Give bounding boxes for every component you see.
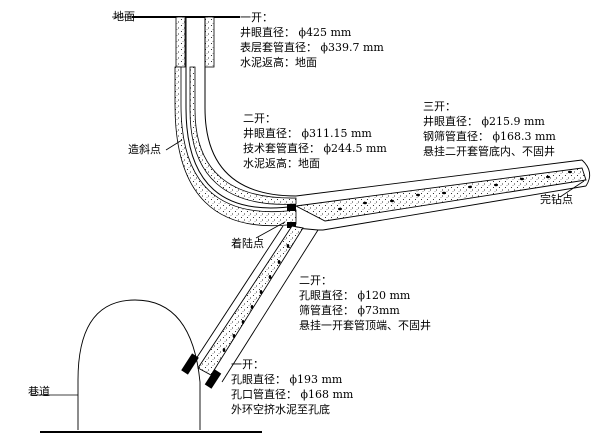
well-section-3-title: 三开： [423, 100, 456, 113]
well-section-3-line: 井眼直径： ϕ215.9 mm [423, 115, 545, 128]
landing-point-label: 着陆点 [231, 237, 264, 250]
borehole-section-2-block: 二开： 孔眼直径： ϕ120 mm 筛管直径： ϕ73mm 悬挂一开套管顶端、不… [299, 273, 431, 333]
well-section-2-line: 技术套管直径： ϕ244.5 mm [243, 142, 387, 155]
ground-label: 地面 [113, 10, 135, 23]
well-section-2-title: 二开： [243, 112, 276, 125]
orifice-pipe-left [181, 353, 199, 375]
lateral-end-cap [581, 159, 591, 187]
landing-leader [255, 221, 286, 239]
borehole-section-2-title: 二开： [299, 274, 332, 287]
borehole-section-1-line: 外环空挤水泥至孔底 [231, 403, 330, 416]
borehole-section-2-line: 筛管直径： ϕ73mm [299, 304, 400, 317]
borehole-section-1-line: 孔眼直径： ϕ193 mm [231, 373, 343, 386]
borehole-section-2-line: 孔眼直径： ϕ120 mm [299, 289, 411, 302]
well-section-2-line: 水泥返高：地面 [243, 157, 320, 170]
lateral-screen-pipe [294, 167, 587, 222]
well-section-1-block: 一开： 井眼直径： ϕ425 mm 表层套管直径： ϕ339.7 mm 水泥返高… [240, 10, 384, 70]
lateral-perforations [338, 170, 572, 211]
well-section-3-line: 悬挂二开套管底内、不固井 [423, 145, 555, 158]
well-section-3-line: 钢筛管直径： ϕ168.3 mm [423, 130, 556, 143]
roadway-arch [77, 299, 201, 430]
borehole-section-1-title: 一开： [231, 358, 264, 371]
well-section-3-block: 三开： 井眼直径： ϕ215.9 mm 钢筛管直径： ϕ168.3 mm 悬挂二… [423, 99, 556, 159]
technical-casing-inner [204, 17, 297, 197]
lateral-top-wall [295, 159, 583, 197]
surface-cement-right [204, 16, 215, 68]
completion-leader [559, 180, 585, 198]
well-section-1-line: 水泥返高：地面 [240, 56, 317, 69]
borehole-section-1-line: 孔口管直径： ϕ168 mm [231, 388, 354, 401]
borehole-section-1-block: 一开： 孔眼直径： ϕ193 mm 孔口管直径： ϕ168 mm 外环空挤水泥至… [231, 357, 353, 417]
well-section-2-line: 井眼直径： ϕ311.15 mm [243, 127, 372, 140]
borehole-perforations [222, 244, 290, 352]
kickoff-leader [165, 139, 183, 151]
orifice-pipe-right [204, 369, 222, 389]
lateral-bottom-wall [322, 185, 587, 231]
kickoff-point-label: 造斜点 [128, 143, 161, 156]
well-section-2-block: 二开： 井眼直径： ϕ311.15 mm 技术套管直径： ϕ244.5 mm 水… [243, 111, 387, 171]
casing-shoe-upper [287, 204, 296, 211]
borehole-left-wall [189, 225, 284, 369]
borehole-right-wall [221, 229, 319, 383]
technical-casing-outer [185, 17, 297, 209]
borehole-section-2-line: 悬挂一开套管顶端、不固井 [299, 319, 431, 332]
completion-point-label: 完钻点 [540, 193, 573, 206]
well-section-1-line: 表层套管直径： ϕ339.7 mm [240, 41, 384, 54]
surface-cement-left [175, 16, 186, 68]
well-section-1-line: 井眼直径： ϕ425 mm [240, 26, 352, 39]
casing-shoe-lower [287, 222, 296, 228]
roadway-label: 巷道 [28, 385, 50, 398]
well-section-1-title: 一开： [240, 11, 273, 24]
